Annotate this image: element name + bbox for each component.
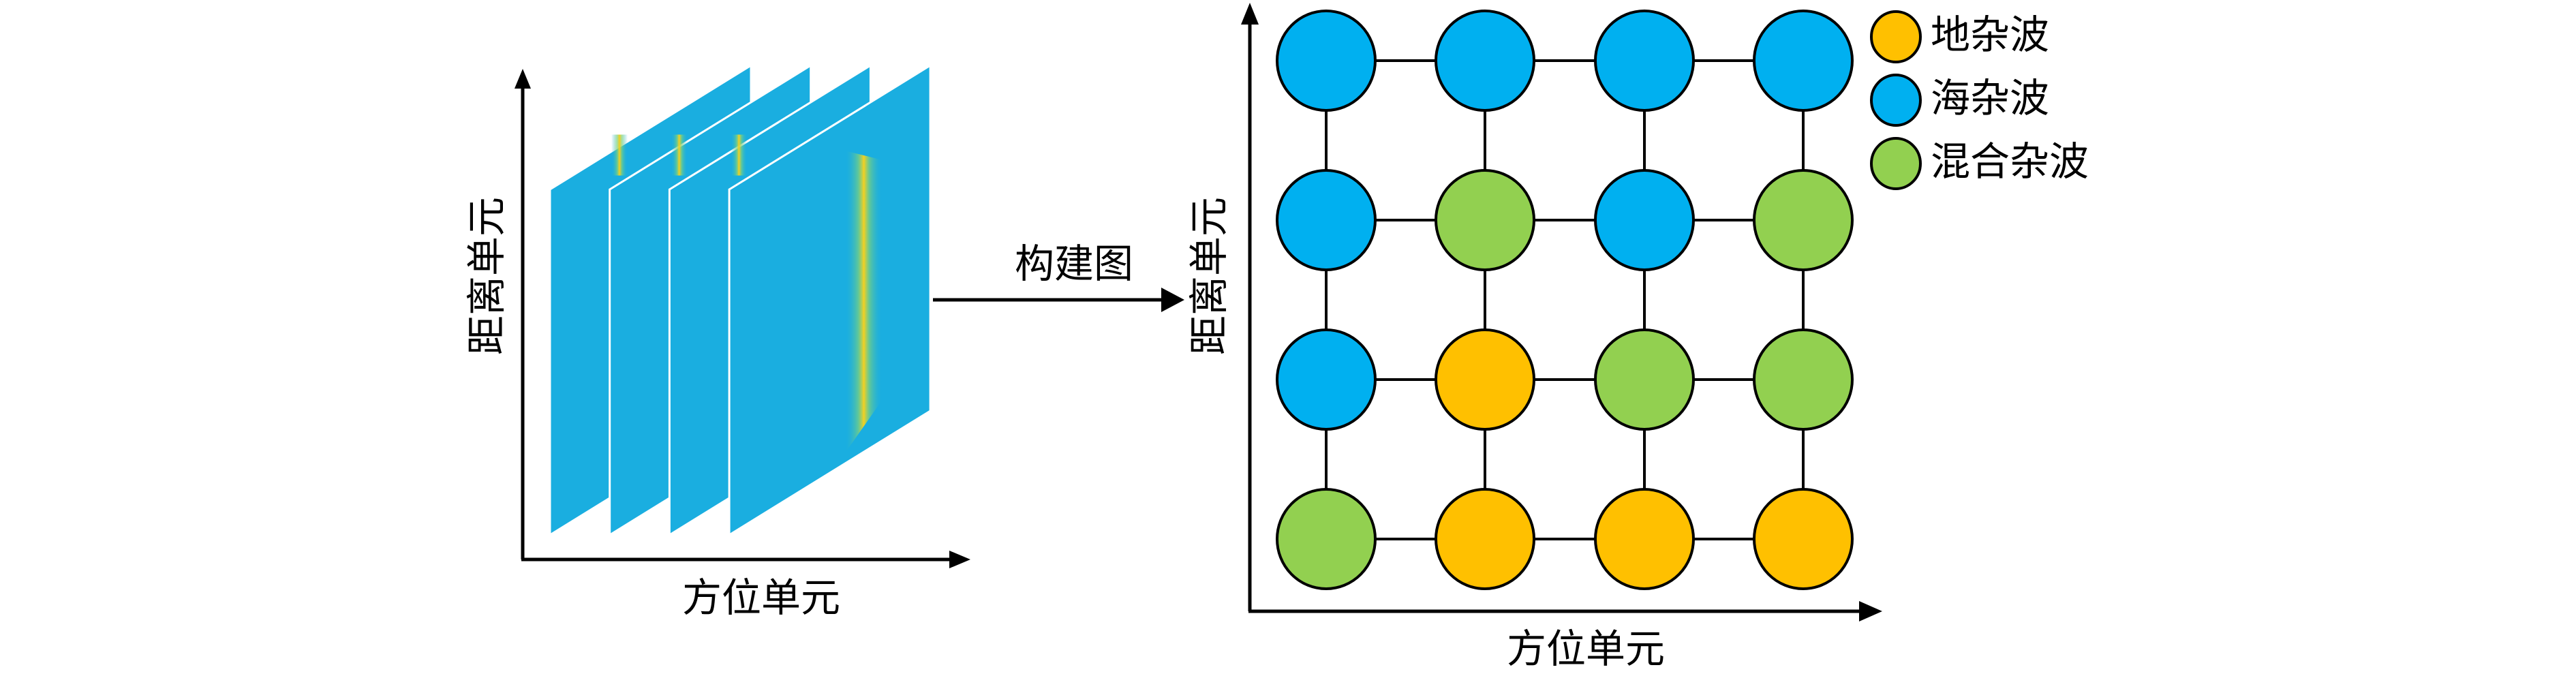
left-axes — [515, 69, 970, 568]
graph-node-sea — [1276, 10, 1377, 112]
graph-node-sea — [1435, 10, 1535, 112]
legend-swatch-land — [1870, 10, 1922, 63]
range-doppler-frames — [549, 63, 932, 537]
legend-label: 混合杂波 — [1931, 138, 2089, 185]
legend-swatch-sea — [1870, 74, 1922, 127]
construct-graph-arrowhead-icon — [1161, 288, 1184, 312]
legend-item-land: 地杂波 — [1870, 10, 2049, 63]
graph-node-mixed — [1435, 169, 1535, 271]
right-x-axis-label: 方位单元 — [1507, 626, 1665, 672]
graph-node-sea — [1276, 328, 1377, 431]
left-x-axis-arrowhead-icon — [949, 551, 970, 568]
clutter-graph — [1276, 10, 1854, 590]
legend-item-sea: 海杂波 — [1870, 74, 2049, 127]
graph-node-land — [1753, 488, 1854, 590]
left-x-axis-label: 方位单元 — [682, 574, 840, 621]
legend-item-mixed: 混合杂波 — [1870, 137, 2089, 190]
left-y-axis-arrowhead-icon — [515, 69, 531, 89]
clutter-streak — [671, 134, 688, 176]
clutter-streak — [611, 134, 628, 176]
legend-label: 海杂波 — [1931, 75, 2049, 121]
left-y-axis-label: 距离单元 — [463, 197, 510, 355]
graph-node-land — [1594, 488, 1695, 590]
right-y-axis-arrowhead-icon — [1241, 3, 1259, 25]
graph-node-land — [1435, 328, 1535, 431]
graph-node-sea — [1594, 10, 1695, 112]
right-x-axis-arrowhead-icon — [1859, 601, 1882, 621]
right-y-axis-label: 距离单元 — [1186, 197, 1232, 355]
range-doppler-frame — [728, 63, 932, 537]
clutter-streak — [731, 134, 748, 176]
right-axes — [1241, 3, 1882, 621]
graph-node-land — [1435, 488, 1535, 590]
clutter-streak — [845, 151, 883, 453]
graph-node-sea — [1276, 169, 1377, 271]
graph-node-sea — [1594, 169, 1695, 271]
legend-swatch-mixed — [1870, 137, 1922, 190]
graph-node-mixed — [1753, 169, 1854, 271]
graph-node-mixed — [1276, 488, 1377, 590]
graph-node-mixed — [1594, 328, 1695, 431]
graph-node-mixed — [1753, 328, 1854, 431]
graph-node-sea — [1753, 10, 1854, 112]
construct-graph-label: 构建图 — [1015, 241, 1133, 287]
legend-label: 地杂波 — [1931, 12, 2049, 58]
